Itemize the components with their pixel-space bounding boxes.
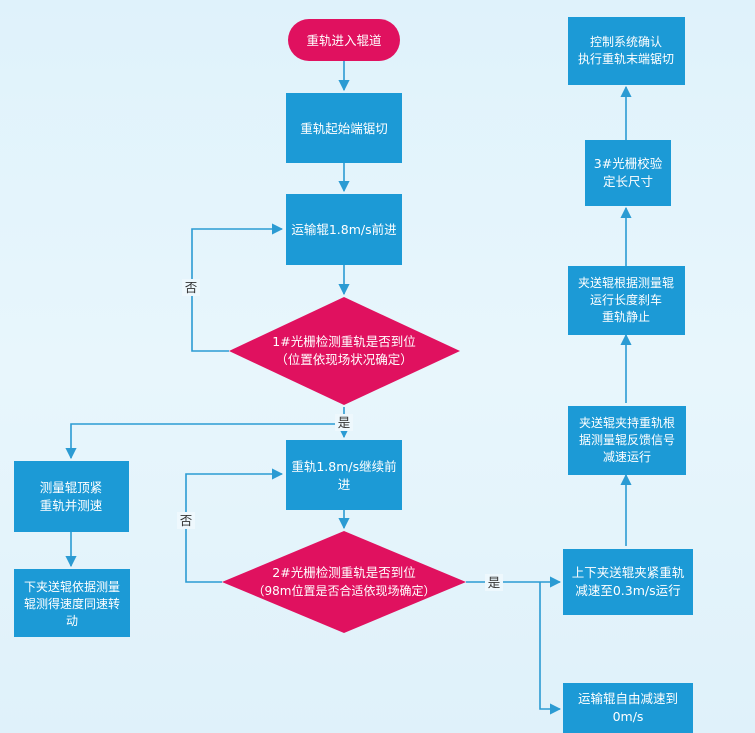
decision-grating-1-line-1: 1#光栅检测重轨是否到位 xyxy=(272,334,415,349)
process-pinch-feedback-line-1: 夹送辊夹持重轨根 xyxy=(579,415,675,430)
arrow-check1-to-measure xyxy=(65,423,344,460)
process-brake-stop-line-3: 重轨静止 xyxy=(602,310,650,324)
process-clamp-decelerate: 上下夹送辊夹紧重轨 减速至0.3m/s运行 xyxy=(563,549,693,615)
edge-label-yes-1: 是 xyxy=(338,415,351,430)
decision-grating-2-line-1: 2#光栅检测重轨是否到位 xyxy=(272,565,415,580)
process-clamp-decelerate-line-1: 上下夹送辊夹紧重轨 xyxy=(572,565,685,580)
process-verify-length-line-1: 3#光栅校验 xyxy=(594,156,663,171)
process-lower-pinch-roller: 下夹送辊依据测量 辊测得速度同速转 动 xyxy=(14,569,130,637)
process-convey-forward-label: 运输辊1.8m/s前进 xyxy=(291,222,397,237)
process-verify-length-line-2: 定长尺寸 xyxy=(603,174,653,189)
process-brake-stop-line-1: 夹送辊根据测量辊 xyxy=(578,275,674,290)
decision-grating-2-line-2: （98m位置是否合适依现场确定） xyxy=(253,583,436,598)
process-lower-pinch-roller-line-1: 下夹送辊依据测量 xyxy=(24,579,120,594)
process-verify-length: 3#光栅校验 定长尺寸 xyxy=(585,140,671,206)
process-measure-roller-line-2: 重轨并测速 xyxy=(40,498,103,513)
start-node-label: 重轨进入辊道 xyxy=(306,33,382,48)
process-saw-start: 重轨起始端锯切 xyxy=(286,93,402,163)
decision-grating-2: 2#光栅检测重轨是否到位 （98m位置是否合适依现场确定） xyxy=(222,531,466,633)
process-free-decelerate-line-2: 0m/s xyxy=(613,709,644,724)
process-clamp-decelerate-line-2: 减速至0.3m/s运行 xyxy=(575,583,680,598)
process-pinch-feedback: 夹送辊夹持重轨根 据测量辊反馈信号 减速运行 xyxy=(568,406,686,475)
process-brake-stop: 夹送辊根据测量辊 运行长度刹车 重轨静止 xyxy=(568,266,685,335)
process-measure-roller: 测量辊顶紧 重轨并测速 xyxy=(14,461,129,532)
edge-labels: 否 是 否 是 xyxy=(177,279,503,591)
process-free-decelerate: 运输辊自由减速到 0m/s xyxy=(563,683,693,733)
process-pinch-feedback-line-2: 据测量辊反馈信号 xyxy=(579,433,675,447)
process-measure-roller-line-1: 测量辊顶紧 xyxy=(40,480,103,495)
process-continue-forward-line-2: 进 xyxy=(338,477,351,492)
process-final-cut: 控制系统确认 执行重轨末端锯切 xyxy=(568,17,685,85)
edge-label-no-2: 否 xyxy=(180,513,193,528)
edge-label-yes-2: 是 xyxy=(488,575,501,590)
process-brake-stop-line-2: 运行长度刹车 xyxy=(590,292,662,307)
process-final-cut-line-2: 执行重轨末端锯切 xyxy=(578,51,674,66)
process-continue-forward: 重轨1.8m/s继续前 进 xyxy=(286,440,402,510)
process-lower-pinch-roller-line-3: 动 xyxy=(66,614,78,628)
start-node: 重轨进入辊道 xyxy=(288,19,400,61)
process-lower-pinch-roller-line-2: 辊测得速度同速转 xyxy=(24,596,120,611)
process-free-decelerate-line-1: 运输辊自由减速到 xyxy=(578,691,678,706)
decision-grating-1: 1#光栅检测重轨是否到位 （位置依现场状况确定） xyxy=(229,297,460,405)
process-final-cut-line-1: 控制系统确认 xyxy=(590,35,662,49)
process-pinch-feedback-line-3: 减速运行 xyxy=(603,450,651,464)
process-continue-forward-line-1: 重轨1.8m/s继续前 xyxy=(291,459,396,474)
edge-label-no-1: 否 xyxy=(185,280,198,295)
arrow-to-decel xyxy=(539,582,562,715)
process-saw-start-label: 重轨起始端锯切 xyxy=(300,121,388,136)
decision-grating-1-line-2: （位置依现场状况确定） xyxy=(275,352,413,367)
process-convey-forward: 运输辊1.8m/s前进 xyxy=(286,194,402,265)
